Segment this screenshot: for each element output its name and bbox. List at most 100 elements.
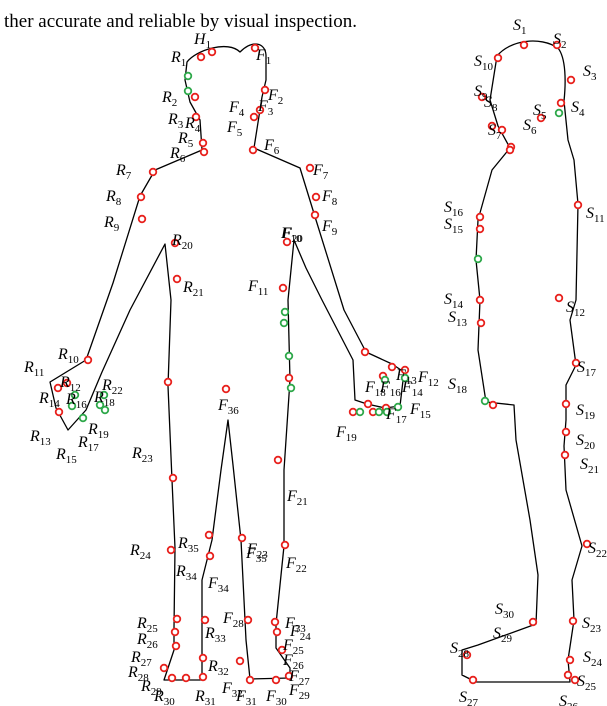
landmark-point bbox=[190, 92, 200, 102]
landmark-point bbox=[250, 43, 260, 53]
landmark-label-subscript: 3 bbox=[178, 119, 184, 131]
landmark-point bbox=[475, 212, 485, 222]
landmark-label-r23: R23 bbox=[131, 445, 153, 465]
landmark-point bbox=[170, 627, 180, 637]
landmark-label-f22: F22 bbox=[285, 555, 307, 575]
landmark-label-subscript: 8 bbox=[116, 196, 122, 208]
landmark-label-subscript: 12 bbox=[70, 382, 81, 394]
landmark-label-r9: R9 bbox=[103, 214, 120, 234]
landmark-label-f30: F30 bbox=[265, 688, 287, 706]
landmark-point bbox=[54, 407, 64, 417]
landmark-point bbox=[282, 237, 292, 247]
auxiliary-point bbox=[355, 407, 365, 417]
landmark-label-subscript: 29 bbox=[299, 690, 311, 702]
landmark-label-subscript: 32 bbox=[218, 666, 229, 678]
landmark-label-subscript: 26 bbox=[567, 701, 579, 706]
landmark-label-subscript: 22 bbox=[596, 548, 607, 560]
landmark-label-subscript: 30 bbox=[164, 696, 176, 706]
landmark-label-r35: R35 bbox=[177, 535, 199, 555]
landmark-point bbox=[360, 347, 370, 357]
landmark-label-subscript: 31 bbox=[205, 696, 216, 706]
landmark-label-subscript: 16 bbox=[452, 207, 464, 219]
landmark-label-subscript: 36 bbox=[228, 405, 240, 417]
landmark-point bbox=[528, 617, 538, 627]
landmark-point bbox=[207, 47, 217, 57]
landmark-label-subscript: 33 bbox=[295, 623, 307, 635]
landmark-label-subscript: 12 bbox=[428, 377, 439, 389]
landmark-label-r1: R1 bbox=[170, 49, 186, 69]
landmark-label-subscript: 5 bbox=[237, 127, 243, 139]
landmark-label-subscript: 33 bbox=[215, 633, 227, 645]
landmark-point bbox=[204, 530, 214, 540]
landmark-point bbox=[198, 138, 208, 148]
landmark-label-subscript: 5 bbox=[541, 110, 547, 122]
landmark-point bbox=[476, 318, 486, 328]
landmark-label-subscript: 10 bbox=[68, 354, 80, 366]
landmark-label-r19: R19 bbox=[87, 421, 109, 441]
landmark-point bbox=[148, 167, 158, 177]
landmark-label-subscript: 15 bbox=[66, 454, 78, 466]
landmark-point bbox=[166, 545, 176, 555]
landmark-label-subscript: 25 bbox=[147, 623, 159, 635]
landmark-label-f8: F8 bbox=[321, 188, 338, 208]
landmark-label-subscript: 35 bbox=[188, 543, 200, 555]
landmark-label-f6: F6 bbox=[263, 137, 280, 157]
landmark-label-subscript: 19 bbox=[98, 429, 110, 441]
landmark-label-subscript: 11 bbox=[594, 213, 605, 225]
landmark-point bbox=[560, 450, 570, 460]
landmark-label-subscript: 4 bbox=[195, 123, 201, 135]
landmark-point bbox=[582, 539, 592, 549]
landmark-label-s20: S20 bbox=[576, 432, 596, 452]
landmark-label-s23: S23 bbox=[582, 615, 602, 635]
landmark-label-subscript: 21 bbox=[193, 287, 204, 299]
landmark-point bbox=[536, 113, 546, 123]
side-landmark-points bbox=[462, 40, 592, 685]
landmark-point bbox=[505, 145, 515, 155]
landmark-point bbox=[83, 355, 93, 365]
auxiliary-point bbox=[382, 407, 392, 417]
landmark-label-r33: R33 bbox=[204, 625, 226, 645]
landmark-point bbox=[271, 675, 281, 685]
landmark-label-f32: F32 bbox=[221, 680, 243, 700]
landmark-point bbox=[280, 540, 290, 550]
landmark-point bbox=[400, 365, 410, 375]
landmark-label-subscript: 32 bbox=[232, 688, 243, 700]
landmark-point bbox=[493, 53, 503, 63]
landmark-point bbox=[221, 384, 231, 394]
landmark-label-f36: F36 bbox=[217, 397, 239, 417]
landmark-point bbox=[159, 663, 169, 673]
landmark-point bbox=[477, 92, 487, 102]
landmark-label-s13: S13 bbox=[448, 309, 468, 329]
auxiliary-point bbox=[78, 413, 88, 423]
landmark-label-subscript: 10 bbox=[482, 61, 494, 73]
landmark-label-s24: S24 bbox=[583, 649, 603, 669]
landmark-point bbox=[167, 673, 177, 683]
landmark-label-subscript: 25 bbox=[585, 681, 597, 693]
landmark-label-subscript: 31 bbox=[246, 696, 257, 706]
landmark-point bbox=[566, 75, 576, 85]
landmark-point bbox=[181, 673, 191, 683]
landmark-label-subscript: 24 bbox=[300, 631, 312, 643]
landmark-label-subscript: 2 bbox=[172, 97, 178, 109]
landmark-label-subscript: 6 bbox=[180, 153, 186, 165]
landmark-label-f1: F1 bbox=[255, 47, 271, 67]
landmark-label-subscript: 17 bbox=[88, 442, 100, 454]
landmark-label-f7: F7 bbox=[312, 162, 329, 182]
landmark-label-subscript: 23 bbox=[142, 453, 154, 465]
landmark-label-subscript: 1 bbox=[521, 25, 527, 37]
landmark-label-subscript: 17 bbox=[585, 367, 597, 379]
landmark-label-subscript: 6 bbox=[531, 125, 537, 137]
landmark-point bbox=[561, 427, 571, 437]
landmark-label-subscript: 28 bbox=[233, 618, 245, 630]
auxiliary-point bbox=[380, 375, 390, 385]
landmark-label-subscript: 14 bbox=[452, 299, 464, 311]
landmark-label-s3: S3 bbox=[583, 63, 597, 83]
landmark-label-subscript: 34 bbox=[218, 583, 230, 595]
landmark-point bbox=[363, 399, 373, 409]
landmark-point bbox=[273, 455, 283, 465]
landmark-label-s25: S25 bbox=[577, 673, 597, 693]
landmark-label-s21: S21 bbox=[580, 456, 599, 476]
landmark-point bbox=[570, 675, 580, 685]
landmark-label-r8: R8 bbox=[105, 188, 122, 208]
landmark-point bbox=[348, 407, 358, 417]
